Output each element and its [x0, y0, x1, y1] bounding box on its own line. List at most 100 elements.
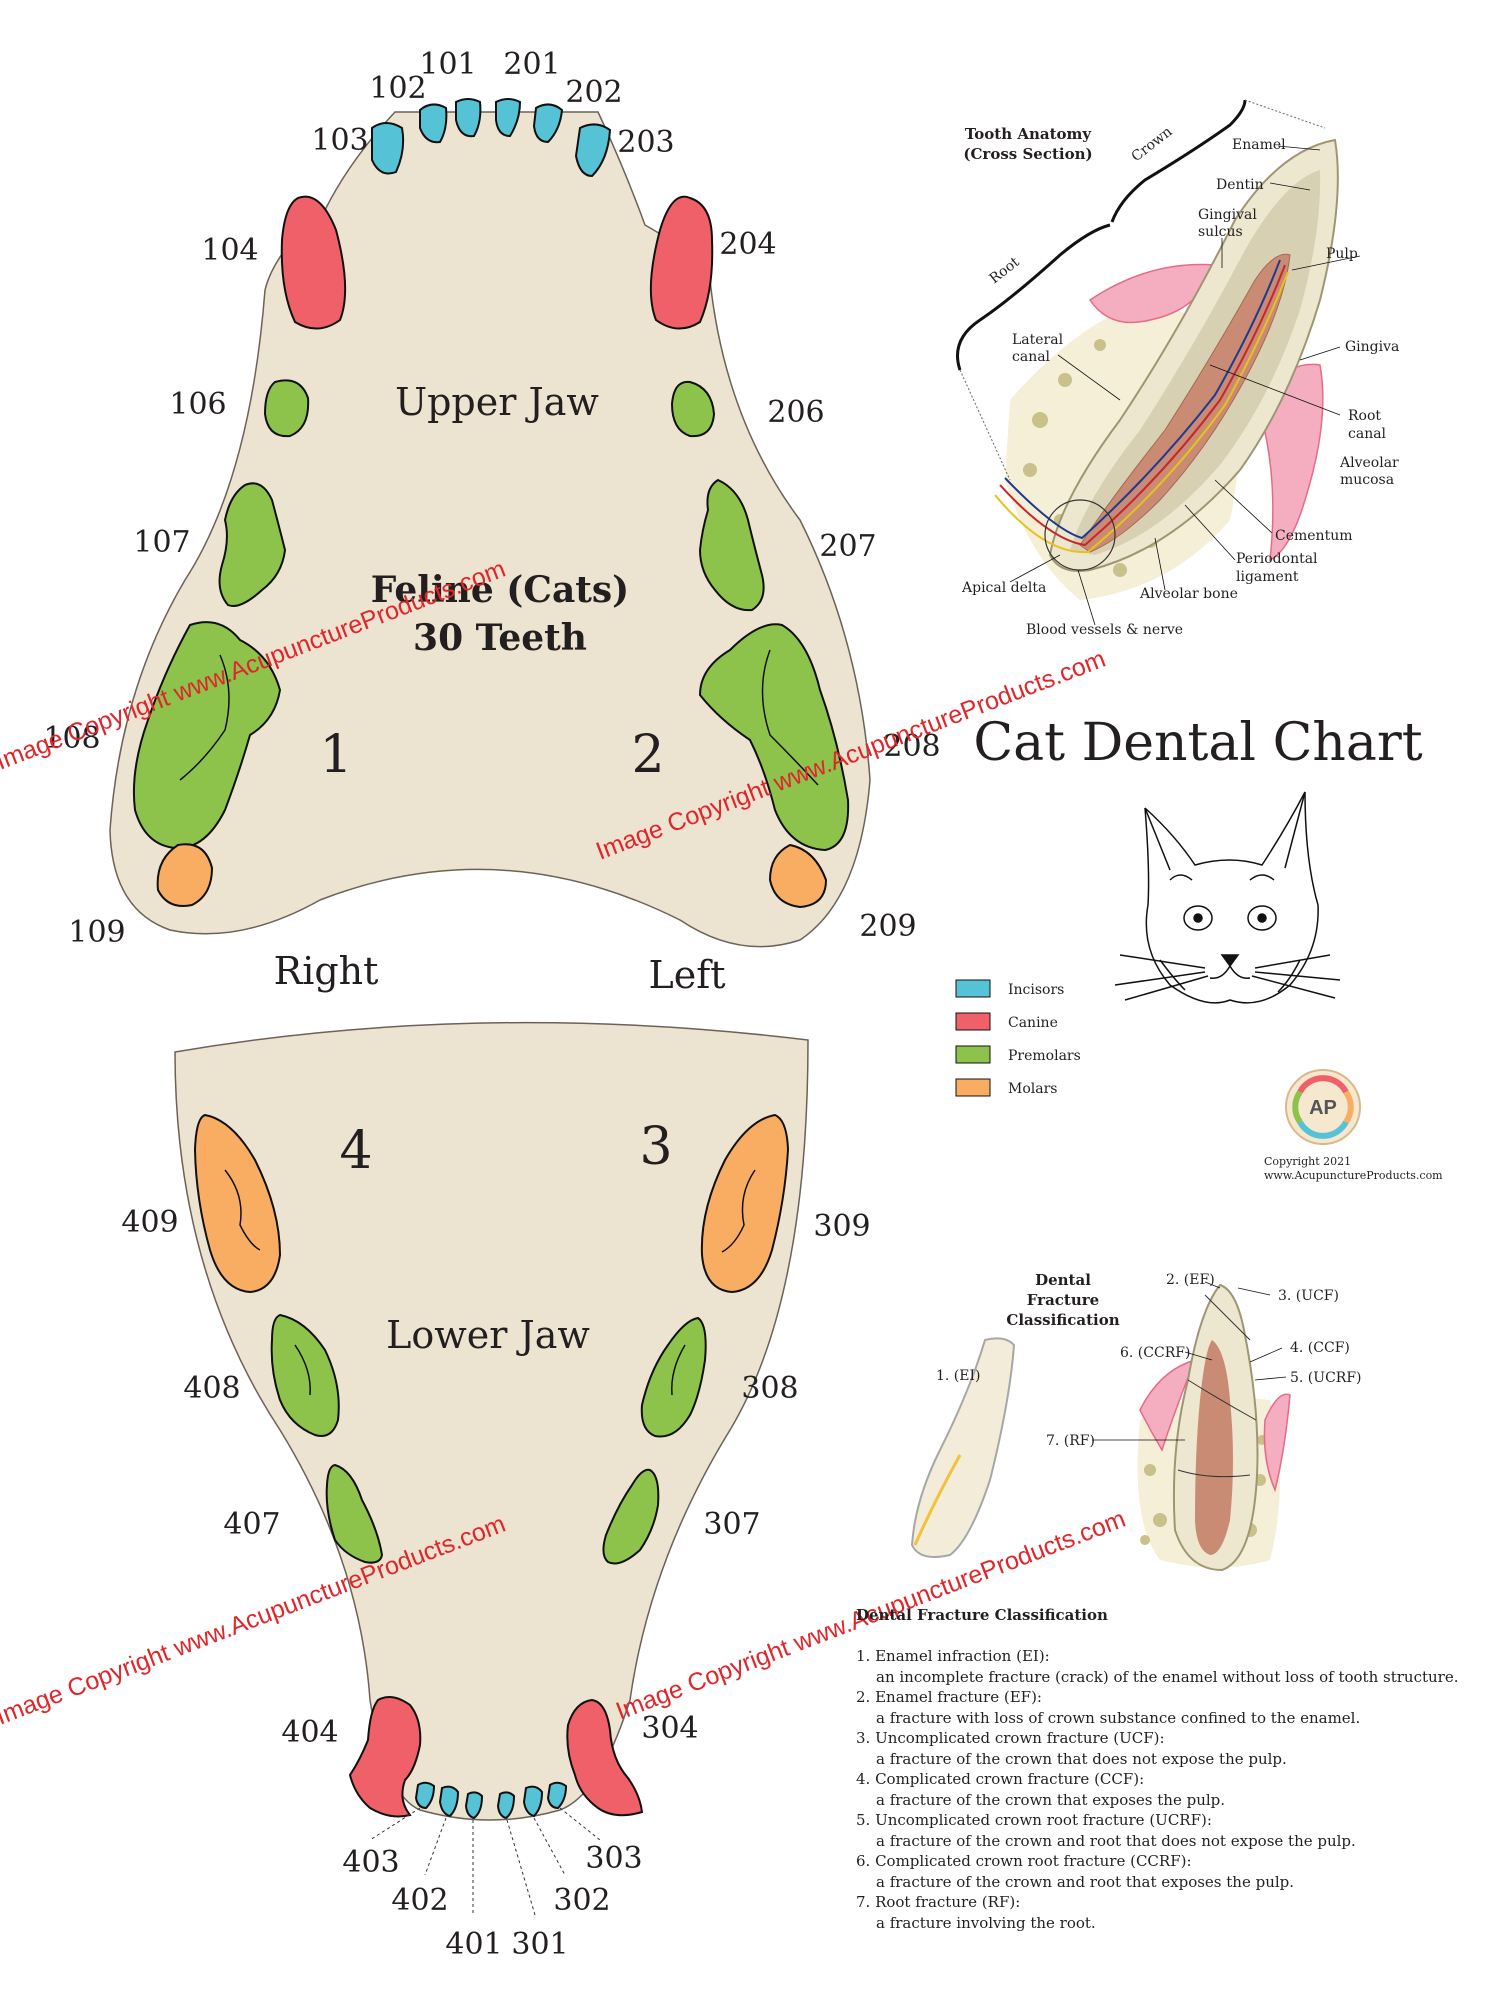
- fracture-label-ei: 1. (EI): [936, 1368, 980, 1384]
- label-303: 303: [585, 1841, 642, 1876]
- tooth-308-line: [671, 1344, 686, 1396]
- quadrant-4: 4: [339, 1121, 372, 1181]
- label-408: 408: [183, 1371, 240, 1406]
- pulp: [1079, 253, 1291, 553]
- quadrant-2: 2: [631, 725, 664, 785]
- label-201: 201: [503, 47, 560, 82]
- classification-term-4: 4. Complicated crown fracture (CCF):: [856, 1770, 1145, 1788]
- label-208: 208: [883, 729, 940, 764]
- label-106: 106: [169, 387, 226, 422]
- fracture-pulp: [1195, 1340, 1233, 1555]
- label-periodontal-2: ligament: [1236, 569, 1299, 585]
- tooth-301: [496, 1791, 516, 1820]
- page-title: Cat Dental Chart: [973, 713, 1422, 773]
- tooth-anatomy-diagram: [956, 99, 1361, 626]
- tooth-204: [649, 195, 714, 330]
- legend-label-premolars: Premolars: [1008, 1048, 1081, 1064]
- root-bracket: [956, 223, 1111, 371]
- tooth-407: [325, 1463, 384, 1564]
- tooth-108-line: [179, 654, 230, 781]
- quadrant-3: 3: [639, 1117, 672, 1177]
- legend-swatch-canine: [955, 1012, 991, 1031]
- label-dentin: Dentin: [1216, 177, 1264, 193]
- classification-desc-3: a fracture of the crown that does not ex…: [876, 1749, 1287, 1768]
- classification-term-3: 3. Uncomplicated crown fracture (UCF):: [856, 1729, 1165, 1747]
- tooth-402: [438, 1785, 460, 1818]
- classification-term-5: 5. Uncomplicated crown root fracture (UC…: [856, 1811, 1212, 1829]
- label-lateral-2: canal: [1012, 349, 1051, 365]
- label-302: 302: [553, 1883, 610, 1918]
- label-206: 206: [767, 395, 824, 430]
- side-left: Left: [648, 953, 725, 997]
- tooth-409-line: [224, 1169, 261, 1251]
- lower-jaw-label: Lower Jaw: [386, 1313, 590, 1357]
- classification-term-1: 1. Enamel infraction (EI):: [856, 1647, 1050, 1665]
- fracture-label-ccrf: 6. (CCRF): [1120, 1345, 1190, 1361]
- tooth-208-line: [761, 649, 819, 786]
- classification-desc-1: an incomplete fracture (crack) of the en…: [876, 1667, 1459, 1686]
- color-legend: Incisors Canine Premolars Molars: [955, 979, 1081, 1097]
- tooth-308: [640, 1316, 707, 1438]
- label-root-canal-2: canal: [1348, 426, 1387, 442]
- feline-heading: Feline (Cats): [371, 569, 629, 611]
- classification-term-2: 2. Enamel fracture (EF):: [856, 1688, 1042, 1706]
- classification-desc-4: a fracture of the crown that exposes the…: [876, 1790, 1226, 1809]
- tooth-409: [193, 1113, 282, 1294]
- label-103: 103: [311, 123, 368, 158]
- label-108: 108: [43, 721, 100, 756]
- tooth-304: [566, 1698, 644, 1817]
- tooth-108: [132, 621, 282, 850]
- legend-label-molars: Molars: [1008, 1081, 1057, 1097]
- tooth-209: [768, 843, 828, 909]
- label-409: 409: [121, 1205, 178, 1240]
- cat-illustration: [1114, 791, 1341, 1004]
- copyright-line-1: Copyright 2021: [1264, 1155, 1351, 1168]
- label-404: 404: [281, 1715, 338, 1750]
- crown-bracket: [1110, 99, 1247, 223]
- tooth-309-line: [721, 1169, 756, 1253]
- label-gingival-2: sulcus: [1198, 224, 1243, 240]
- fracture-label-ucrf: 5. (UCRF): [1290, 1370, 1362, 1386]
- label-401: 401: [445, 1927, 502, 1962]
- tooth-101: [455, 98, 482, 138]
- label-308: 308: [741, 1371, 798, 1406]
- ap-logo: AP: [1285, 1069, 1361, 1145]
- label-207: 207: [819, 529, 876, 564]
- tooth-408: [270, 1313, 340, 1437]
- label-root-canal-1: Root: [1348, 408, 1381, 424]
- label-root: Root: [987, 254, 1023, 287]
- classification-desc-7: a fracture involving the root.: [876, 1913, 1096, 1932]
- label-101: 101: [419, 47, 476, 82]
- legend-swatch-premolars: [955, 1045, 991, 1064]
- label-apical-delta: Apical delta: [961, 580, 1046, 596]
- fracture-title-2: Fracture: [1027, 1291, 1099, 1309]
- label-301: 301: [511, 1927, 568, 1962]
- label-gingival-1: Gingival: [1198, 207, 1257, 223]
- fracture-gingiva-right: [1263, 1393, 1291, 1493]
- anatomy-title-1: Tooth Anatomy: [965, 125, 1093, 143]
- fracture-label-rf: 7. (RF): [1046, 1433, 1095, 1449]
- label-lateral-1: Lateral: [1012, 332, 1064, 348]
- classification-term-6: 6. Complicated crown root fracture (CCRF…: [856, 1852, 1192, 1870]
- fracture-tooth-ei: [910, 1337, 1016, 1558]
- tooth-109: [156, 843, 214, 907]
- incisor-leader-lines: [369, 1807, 601, 1916]
- fracture-title-3: Classification: [1006, 1311, 1119, 1329]
- dentin: [1070, 170, 1321, 555]
- classification-title: Dental Fracture Classification: [856, 1606, 1108, 1624]
- tooth-408-line: [294, 1344, 311, 1396]
- side-right: Right: [274, 949, 379, 993]
- label-304: 304: [641, 1711, 698, 1746]
- tooth-107: [218, 482, 287, 607]
- classification-list: 1. Enamel infraction (EI): an incomplete…: [856, 1646, 1458, 1933]
- label-203: 203: [617, 125, 674, 160]
- tooth-303: [546, 1781, 568, 1810]
- legend-swatch-molars: [955, 1078, 991, 1097]
- tooth-401: [464, 1791, 484, 1820]
- label-pulp: Pulp: [1326, 246, 1358, 262]
- lower-jaw-shape: [174, 1021, 809, 1821]
- label-403: 403: [342, 1845, 399, 1880]
- label-309: 309: [813, 1209, 870, 1244]
- upper-jaw: [109, 98, 871, 948]
- tooth-106: [263, 379, 310, 438]
